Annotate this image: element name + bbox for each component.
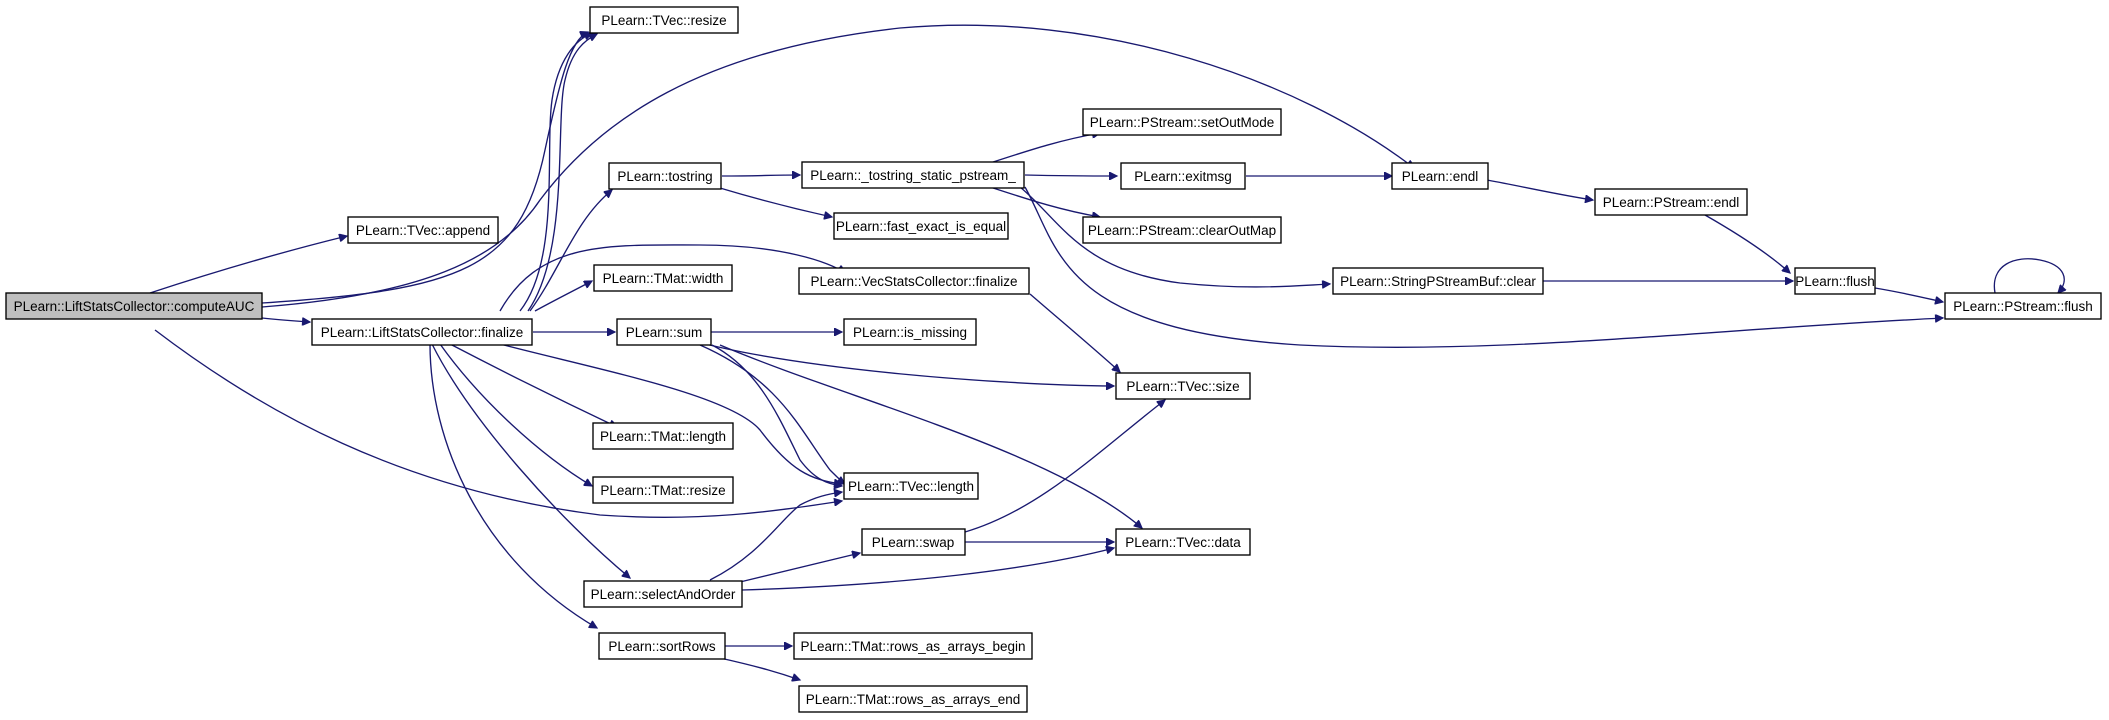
edge-lscfinalize-tmat-length <box>449 343 617 427</box>
edge-tostringstatic-exitmsg <box>1024 175 1117 176</box>
svg-text:PLearn::endl: PLearn::endl <box>1402 169 1479 184</box>
edge-selectandorder-tvec-length <box>709 492 842 581</box>
edge-tostringstatic-clearoutmap <box>989 186 1100 217</box>
node-stringpstreambuf-clear: PLearn::StringPStreamBuf::clear <box>1332 267 1544 295</box>
svg-text:PLearn::sortRows: PLearn::sortRows <box>608 639 716 654</box>
svg-text:PLearn::PStream::flush: PLearn::PStream::flush <box>1953 299 2093 314</box>
svg-text:PLearn::TMat::rows_as_arrays_e: PLearn::TMat::rows_as_arrays_end <box>806 692 1021 707</box>
edge-lscfinalize-tmat-resize <box>439 343 592 486</box>
svg-text:PLearn::TMat::width: PLearn::TMat::width <box>603 271 724 286</box>
svg-text:PLearn::LiftStatsCollector::fi: PLearn::LiftStatsCollector::finalize <box>321 325 524 340</box>
svg-text:PLearn::tostring: PLearn::tostring <box>617 169 712 184</box>
node-pstream-endl: PLearn::PStream::endl <box>1594 188 1748 216</box>
svg-text:PLearn::PStream::setOutMode: PLearn::PStream::setOutMode <box>1090 115 1275 130</box>
edge-tostringstatic-pstream-flush <box>1024 186 1943 348</box>
edge-lscfinalize-tvec-resize-2 <box>527 33 597 312</box>
edge-tostring-tostring-static <box>721 175 800 176</box>
edge-tostringstatic-spsb-clear <box>1019 186 1330 287</box>
node-tvec-append: PLearn::TVec::append <box>347 216 499 244</box>
svg-text:PLearn::sum: PLearn::sum <box>626 325 703 340</box>
node-vsc-finalize: PLearn::VecStatsCollector::finalize <box>798 267 1030 295</box>
edge-lscfinalize-tmat-width <box>534 281 592 312</box>
edge-lscfinalize-tostring <box>529 190 612 312</box>
edge-endl-pstream-endl <box>1486 179 1593 200</box>
svg-text:PLearn::TVec::append: PLearn::TVec::append <box>356 223 490 238</box>
svg-text:PLearn::TVec::size: PLearn::TVec::size <box>1126 379 1239 394</box>
node-swap: PLearn::swap <box>861 528 966 556</box>
svg-text:PLearn::VecStatsCollector::fin: PLearn::VecStatsCollector::finalize <box>810 274 1017 289</box>
node-is-missing: PLearn::is_missing <box>843 318 977 346</box>
svg-text:PLearn::_tostring_static_pstre: PLearn::_tostring_static_pstream_ <box>810 168 1016 183</box>
svg-text:PLearn::LiftStatsCollector::co: PLearn::LiftStatsCollector::computeAUC <box>14 299 255 314</box>
node-select-and-order: PLearn::selectAndOrder <box>583 580 743 608</box>
svg-text:PLearn::selectAndOrder: PLearn::selectAndOrder <box>591 587 736 602</box>
edge-tostringstatic-setoutmode <box>989 133 1100 164</box>
edge-sortrows-rows-end <box>719 657 800 680</box>
edge-lscfinalize-vsc-finalize <box>499 244 845 312</box>
edge-vscfinalize-tvec-size <box>1029 293 1120 372</box>
node-exitmsg: PLearn::exitmsg <box>1120 162 1246 190</box>
node-tmat-resize: PLearn::TMat::resize <box>592 476 734 504</box>
node-pstream-clearoutmap: PLearn::PStream::clearOutMap <box>1082 216 1282 244</box>
svg-text:PLearn::TMat::resize: PLearn::TMat::resize <box>600 483 725 498</box>
edge-lscfinalize-tvec-length <box>499 343 842 484</box>
svg-text:PLearn::TMat::length: PLearn::TMat::length <box>600 429 726 444</box>
edge-flush-pstream-flush <box>1874 287 1943 302</box>
edge-sum-tvec-data <box>719 344 1142 528</box>
edge-pstreamendl-flush <box>1704 214 1790 273</box>
node-sum: PLearn::sum <box>616 318 712 346</box>
svg-text:PLearn::is_missing: PLearn::is_missing <box>853 325 967 340</box>
node-tmat-width: PLearn::TMat::width <box>593 264 733 292</box>
edge-pstreamflush-self <box>1993 258 2064 293</box>
svg-text:PLearn::TVec::length: PLearn::TVec::length <box>848 479 974 494</box>
node-rows-as-arrays-end: PLearn::TMat::rows_as_arrays_end <box>798 685 1028 713</box>
node-fast-exact-is-equal: PLearn::fast_exact_is_equal <box>833 212 1009 240</box>
node-sort-rows: PLearn::sortRows <box>598 632 726 660</box>
node-endl: PLearn::endl <box>1391 162 1489 190</box>
edge-selectandorder-swap <box>739 553 860 583</box>
edge-lscfinalize-tvec-resize <box>519 33 592 312</box>
svg-text:PLearn::StringPStreamBuf::clea: PLearn::StringPStreamBuf::clear <box>1340 274 1536 289</box>
node-tostring-static-pstream: PLearn::_tostring_static_pstream_ <box>801 161 1025 189</box>
node-flush: PLearn::flush <box>1794 267 1876 295</box>
node-rows-as-arrays-begin: PLearn::TMat::rows_as_arrays_begin <box>793 632 1033 660</box>
node-pstream-setoutmode: PLearn::PStream::setOutMode <box>1082 108 1282 136</box>
node-computeauc: PLearn::LiftStatsCollector::computeAUC <box>5 292 263 320</box>
svg-text:PLearn::TVec::resize: PLearn::TVec::resize <box>601 13 726 28</box>
svg-text:PLearn::TMat::rows_as_arrays_b: PLearn::TMat::rows_as_arrays_begin <box>800 639 1025 654</box>
edge-tostring-fast-exact <box>719 187 832 217</box>
edge-computeauc-endl <box>261 24 1414 308</box>
svg-text:PLearn::PStream::endl: PLearn::PStream::endl <box>1603 195 1740 210</box>
edge-lscfinalize-select-and-order <box>431 343 630 578</box>
svg-text:PLearn::exitmsg: PLearn::exitmsg <box>1134 169 1232 184</box>
svg-text:PLearn::flush: PLearn::flush <box>1795 274 1875 289</box>
node-pstream-flush: PLearn::PStream::flush <box>1944 292 2102 320</box>
svg-text:PLearn::fast_exact_is_equal: PLearn::fast_exact_is_equal <box>836 219 1006 234</box>
node-tvec-data: PLearn::TVec::data <box>1115 528 1251 556</box>
edge-computeauc-lsc-finalize <box>261 317 310 322</box>
node-tvec-size: PLearn::TVec::size <box>1115 372 1251 400</box>
node-tvec-length: PLearn::TVec::length <box>843 472 979 500</box>
node-tostring: PLearn::tostring <box>608 162 722 190</box>
node-lsc-finalize: PLearn::LiftStatsCollector::finalize <box>311 318 533 346</box>
edge-computeauc-tvec-append <box>149 236 347 294</box>
edge-sum-tvec-size <box>689 339 1114 386</box>
svg-text:PLearn::TVec::data: PLearn::TVec::data <box>1125 535 1241 550</box>
svg-text:PLearn::swap: PLearn::swap <box>872 535 955 550</box>
svg-text:PLearn::PStream::clearOutMap: PLearn::PStream::clearOutMap <box>1088 223 1276 238</box>
edge-lscfinalize-sort-rows <box>429 343 597 628</box>
edge-computeauc-tvec-resize <box>261 32 588 304</box>
edge-sum-tvec-length-2 <box>711 344 842 486</box>
node-tmat-length: PLearn::TMat::length <box>592 422 734 450</box>
edge-swap-tvec-size <box>964 400 1165 533</box>
node-tvec-resize: PLearn::TVec::resize <box>589 6 739 34</box>
edge-selectandorder-tvec-data <box>741 548 1114 591</box>
edge-computeauc-tvec-length <box>154 329 842 518</box>
